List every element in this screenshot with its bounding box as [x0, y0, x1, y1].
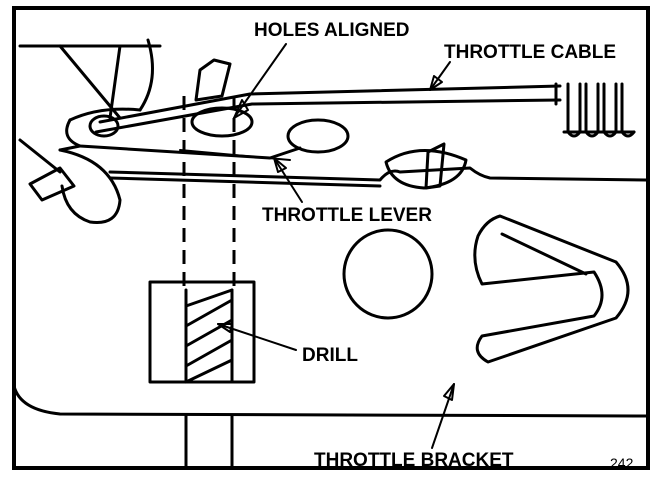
holes-aligned-arrowhead [233, 99, 249, 119]
throttle-cable-arrowhead [429, 75, 443, 91]
carburetor-body [18, 38, 232, 225]
throttle-lever [58, 106, 302, 161]
drill-arrowhead [217, 323, 233, 333]
bracket-u-slot [473, 214, 630, 364]
throttle-bracket-leader [431, 383, 455, 449]
throttle-lever-arrowhead [273, 157, 287, 173]
throttle-bracket-arrowhead [443, 383, 455, 401]
bracket-u-slot-inner [500, 232, 588, 276]
throttle-stop-tab [384, 142, 468, 190]
label-throttle-bracket: THROTTLE BRACKET [314, 450, 514, 471]
holes-aligned-leader [233, 43, 287, 119]
throttle-cable-leader [429, 61, 451, 91]
throttle-lever-leader [273, 157, 303, 203]
bracket-bottom-edge [12, 384, 648, 418]
bracket-top-inner-edge [108, 176, 382, 188]
label-drill: DRILL [302, 345, 358, 366]
bracket-hole-aligned [286, 118, 350, 154]
label-throttle-lever: THROTTLE LEVER [262, 205, 432, 226]
label-throttle-cable: THROTTLE CABLE [444, 42, 616, 63]
label-holes-aligned: HOLES ALIGNED [254, 20, 410, 41]
bracket-round-hole [342, 228, 434, 320]
figure-number: 242 [610, 455, 634, 471]
diagram-frame [12, 6, 650, 470]
bracket-top-edge [108, 166, 648, 182]
